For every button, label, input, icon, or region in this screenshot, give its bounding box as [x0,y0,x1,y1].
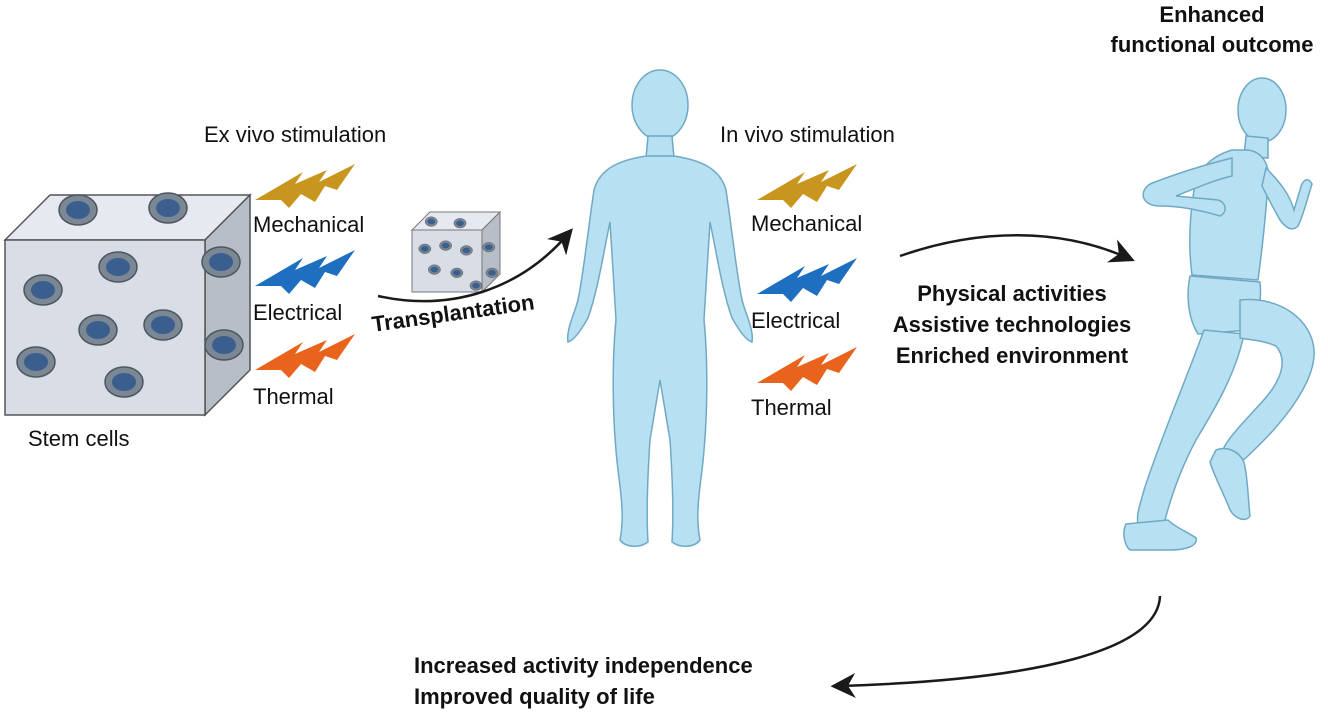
in-vivo-mechanical-bolt-icon [757,164,857,208]
cell-3 [23,274,63,306]
stem-cells-caption: Stem cells [28,426,130,451]
in-vivo-heading: In vivo stimulation [720,122,895,147]
running-person-figure [1123,77,1315,551]
in-vivo-thermal-label: Thermal [751,395,832,420]
cell-1 [58,194,98,226]
ex-vivo-heading: Ex vivo stimulation [204,122,387,147]
cell-10 [204,329,244,361]
interventions-list: Physical activities Assistive technologi… [882,278,1142,371]
small-graft-cube [410,210,502,294]
in-vivo-mechanical-label: Mechanical [751,211,863,236]
in-vivo-electrical-bolt-icon [757,258,857,302]
intervention-line-1: Physical activities [917,281,1107,306]
benefits-list: Increased activity independence Improved… [414,650,753,712]
ex-vivo-thermal-label: Thermal [253,384,334,409]
mechanical-bolt-icon [255,164,355,208]
electrical-bolt-icon [255,250,355,294]
outcome-heading: Enhanced functional outcome [1100,0,1324,60]
cell-6 [143,309,183,341]
in-vivo-bolts [757,164,857,391]
cell-9 [201,246,241,278]
stem-cell-cube [3,192,252,417]
benefit-line-1: Increased activity independence [414,653,753,678]
benefits-arrow [830,595,1162,698]
transplantation-arrow [377,228,573,303]
cell-5 [78,314,118,346]
outcome-line-1: Enhanced [1159,2,1265,27]
ex-vivo-electrical-label: Electrical [253,300,343,325]
outcome-line-2: functional outcome [1110,32,1314,57]
in-vivo-electrical-label: Electrical [751,308,841,333]
cell-8 [104,366,144,398]
cell-4 [98,251,138,283]
ex-vivo-mechanical-label: Mechanical [253,212,365,237]
in-vivo-thermal-bolt-icon [757,347,857,391]
cell-2 [148,192,188,224]
intervention-arrow [899,234,1135,263]
cell-7 [16,346,56,378]
thermal-bolt-icon [255,334,355,378]
ex-vivo-bolts [255,164,355,378]
human-body-figure [566,69,754,547]
intervention-line-3: Enriched environment [895,343,1129,368]
intervention-line-2: Assistive technologies [892,312,1132,337]
benefit-line-2: Improved quality of life [414,684,655,709]
